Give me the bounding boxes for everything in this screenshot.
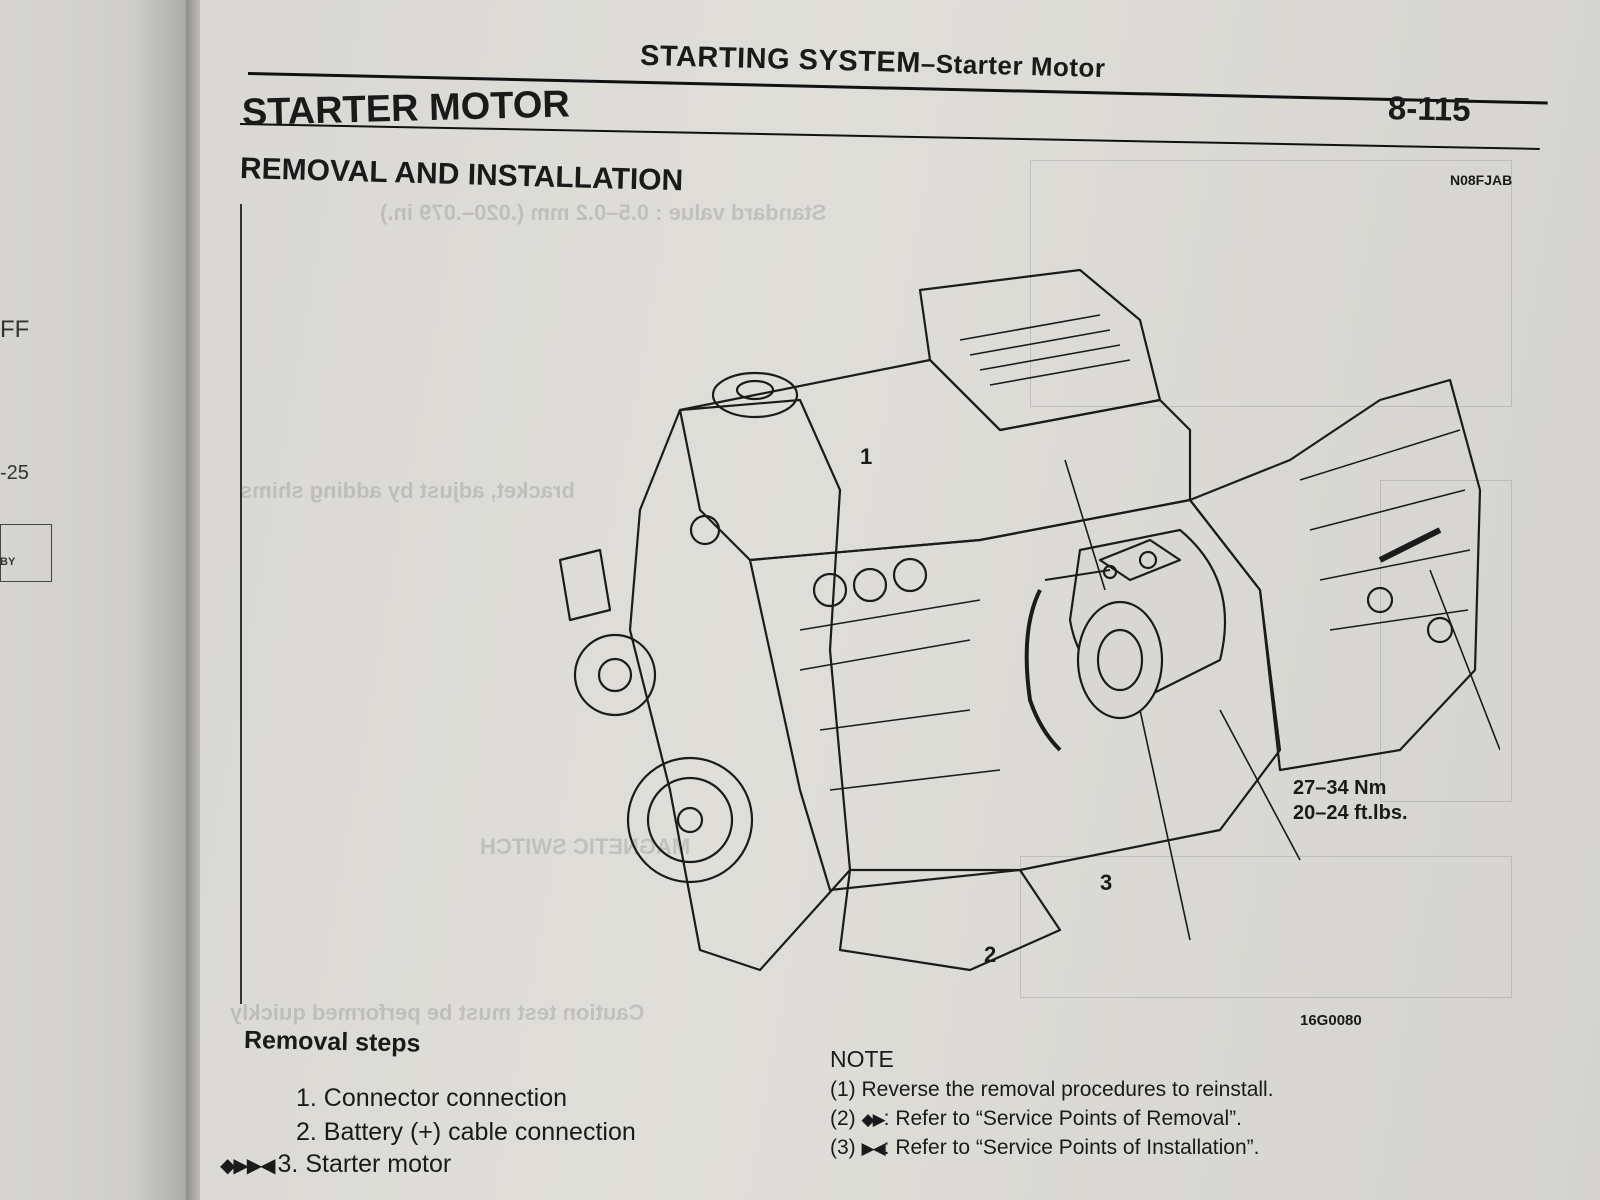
engine-block [748, 498, 1282, 892]
torque-ftlbs: 20–24 ft.lbs. [1293, 802, 1408, 824]
figure-code: N08FJAB [1450, 172, 1513, 188]
installation-point-symbol: ▶◀ [861, 1139, 886, 1158]
note-item-number: (2) [830, 1107, 856, 1130]
left-page-fragment: -25 [0, 462, 29, 484]
battery-cable [1024, 589, 1062, 752]
bleed-through-box [1020, 856, 1512, 998]
note-item-number: (1) [830, 1078, 856, 1101]
removal-step-text: 2. Battery (+) cable connection [296, 1118, 636, 1146]
left-page-fragment: FF [0, 316, 30, 343]
callout-2: 2 [984, 942, 997, 967]
bleed-through-box [1030, 160, 1512, 407]
crank-pulley [626, 756, 754, 884]
figure-id: 16G0080 [1300, 1012, 1362, 1029]
callout-1: 1 [860, 444, 873, 469]
subsection-title: REMOVAL AND INSTALLATION [239, 152, 684, 198]
service-point-marks: ◆▶▶◀ [220, 1155, 276, 1177]
left-page-fragment: BY [0, 556, 16, 568]
removal-step-text: 3. Starter motor [277, 1150, 452, 1178]
oil-pan [838, 868, 1062, 972]
mounting-bolt [1378, 527, 1442, 563]
figure-frame-left [240, 204, 242, 1004]
removal-step: 1. Connector connection [296, 1084, 567, 1113]
note-title: NOTE [830, 1046, 894, 1072]
note-block: NOTE (1) Reverse the removal procedures … [830, 1046, 1274, 1160]
callout-3: 3 [1100, 870, 1113, 895]
removal-step: 2. Battery (+) cable connection [296, 1118, 636, 1147]
previous-page-edge: FF -25 BY [0, 0, 190, 1200]
transmission [1188, 378, 1482, 772]
engine-starter-diagram [558, 268, 1500, 972]
left-page-table-cell [0, 524, 52, 582]
note-item: (2) ◆▶: Refer to “Service Points of Remo… [830, 1107, 1274, 1131]
cylinder-head [678, 358, 1192, 562]
removal-step-text: 1. Connector connection [296, 1084, 568, 1112]
oil-filler-cap [711, 371, 799, 419]
manual-page: Standard value : 0.5–0.2 mm (.020–.079 i… [200, 0, 1600, 1200]
running-head-title: STARTING SYSTEM [639, 39, 922, 80]
torque-spec: 27–34 Nm 20–24 ft.lbs. [1293, 776, 1408, 826]
water-pump [573, 633, 657, 717]
torque-nm: 27–34 Nm [1293, 777, 1387, 799]
removal-step: ◆▶▶◀3. Starter motor [220, 1150, 451, 1179]
bleed-through-text: Standard value : 0.5–0.2 mm (.020–.079 i… [380, 200, 827, 225]
page-number: 8-115 [1387, 89, 1471, 128]
book-gutter [186, 0, 204, 1200]
section-title: STARTER MOTOR [241, 83, 571, 134]
running-head: STARTING SYSTEM–Starter Motor [640, 40, 1106, 85]
starter-motor-shape [1068, 528, 1227, 720]
removal-point-symbol: ◆▶ [861, 1110, 886, 1129]
note-item: (1) Reverse the removal procedures to re… [830, 1078, 1274, 1102]
note-item: (3) ▶◀: Refer to “Service Points of Inst… [830, 1136, 1274, 1160]
note-item-text: : Refer to “Service Points of Installati… [883, 1136, 1260, 1159]
note-item-text: Reverse the removal procedures to reinst… [861, 1078, 1274, 1101]
note-item-text: : Refer to “Service Points of Removal”. [883, 1107, 1242, 1130]
timing-belt-cover [628, 398, 852, 972]
running-head-subtitle: –Starter Motor [920, 48, 1106, 84]
note-item-number: (3) [830, 1136, 856, 1159]
bleed-through-box [1380, 480, 1512, 802]
removal-steps-heading: Removal steps [243, 1026, 421, 1058]
